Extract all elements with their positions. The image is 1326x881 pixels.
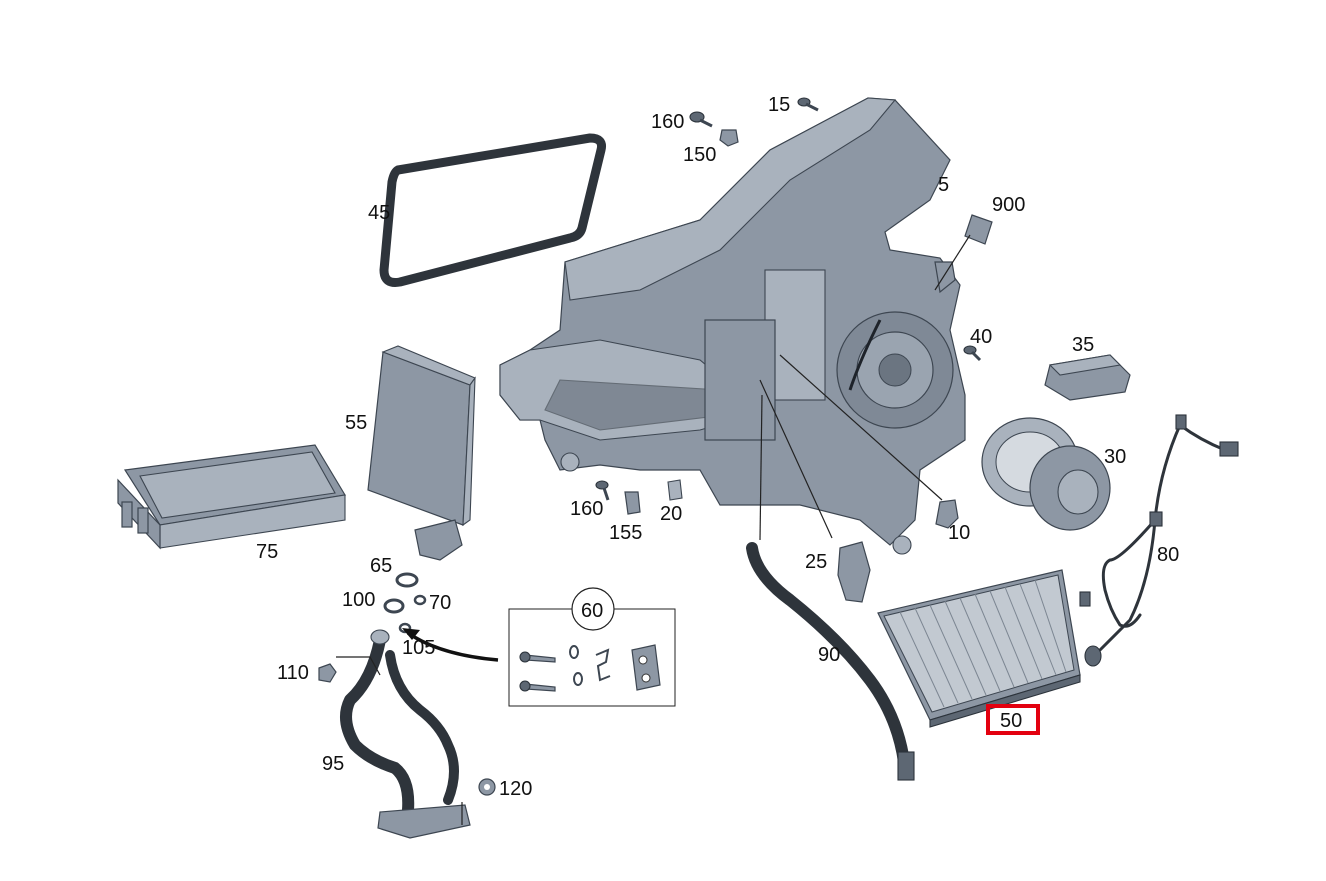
part-65-o-ring[interactable] [395,572,419,588]
label-20: 20 [660,503,682,525]
part-110-nut[interactable] [318,663,337,683]
part-100-o-ring[interactable] [383,598,405,614]
label-95: 95 [322,753,344,775]
part-900-label-tag[interactable] [964,214,993,245]
part-35-blower-regulator[interactable] [1044,354,1131,401]
label-5: 5 [938,174,949,196]
part-155-clip[interactable] [624,491,641,515]
part-60-expansion-valve-kit[interactable] [508,587,676,707]
label-70: 70 [429,592,451,614]
part-90-drain-hose[interactable] [746,542,915,781]
part-75-heater-core[interactable] [117,444,346,550]
label-160-top: 160 [651,111,684,133]
label-65: 65 [370,555,392,577]
highlight-box-50 [986,704,1040,735]
label-30: 30 [1104,446,1126,468]
label-45: 45 [368,202,390,224]
label-105: 105 [402,637,435,659]
part-150-clip[interactable] [719,129,739,147]
part-25-actuator[interactable] [837,541,871,603]
part-70-o-ring[interactable] [413,594,427,606]
part-30-blower-motor[interactable] [981,417,1111,531]
part-45-seal-gasket[interactable] [379,133,606,287]
callout-labels: 15 160 150 5 900 45 40 35 55 30 160 20 1… [256,94,1179,800]
label-150: 150 [683,144,716,166]
label-50-highlighted: 50 [1000,710,1022,732]
label-900: 900 [992,194,1025,216]
part-160-screw-bottom[interactable] [595,480,610,501]
label-155: 155 [609,522,642,544]
label-10: 10 [948,522,970,544]
part-105-o-ring[interactable] [398,622,412,634]
part-80-wiring-harness[interactable] [1079,414,1239,667]
label-40: 40 [970,326,992,348]
label-160-bottom: 160 [570,498,603,520]
label-35: 35 [1072,334,1094,356]
label-60: 60 [581,600,603,622]
label-80: 80 [1157,544,1179,566]
part-55-evaporator[interactable] [367,345,476,561]
part-160-screw-top[interactable] [689,111,713,128]
part-5-hvac-housing[interactable] [499,97,966,555]
label-75: 75 [256,541,278,563]
label-15: 15 [768,94,790,116]
label-25: 25 [805,551,827,573]
label-110: 110 [277,662,309,684]
label-100: 100 [342,589,375,611]
leader-lines [336,234,971,825]
part-120-nut[interactable] [478,778,496,796]
part-50-cabin-filter[interactable] [877,569,1081,728]
label-90: 90 [818,644,840,666]
label-120: 120 [499,778,532,800]
part-95-refrigerant-line[interactable] [340,629,471,839]
part-40-screw[interactable] [963,345,982,362]
label-55: 55 [345,412,367,434]
part-10-bracket[interactable] [935,499,959,529]
part-15-screw[interactable] [797,97,819,112]
part-20-clip[interactable] [667,479,683,501]
